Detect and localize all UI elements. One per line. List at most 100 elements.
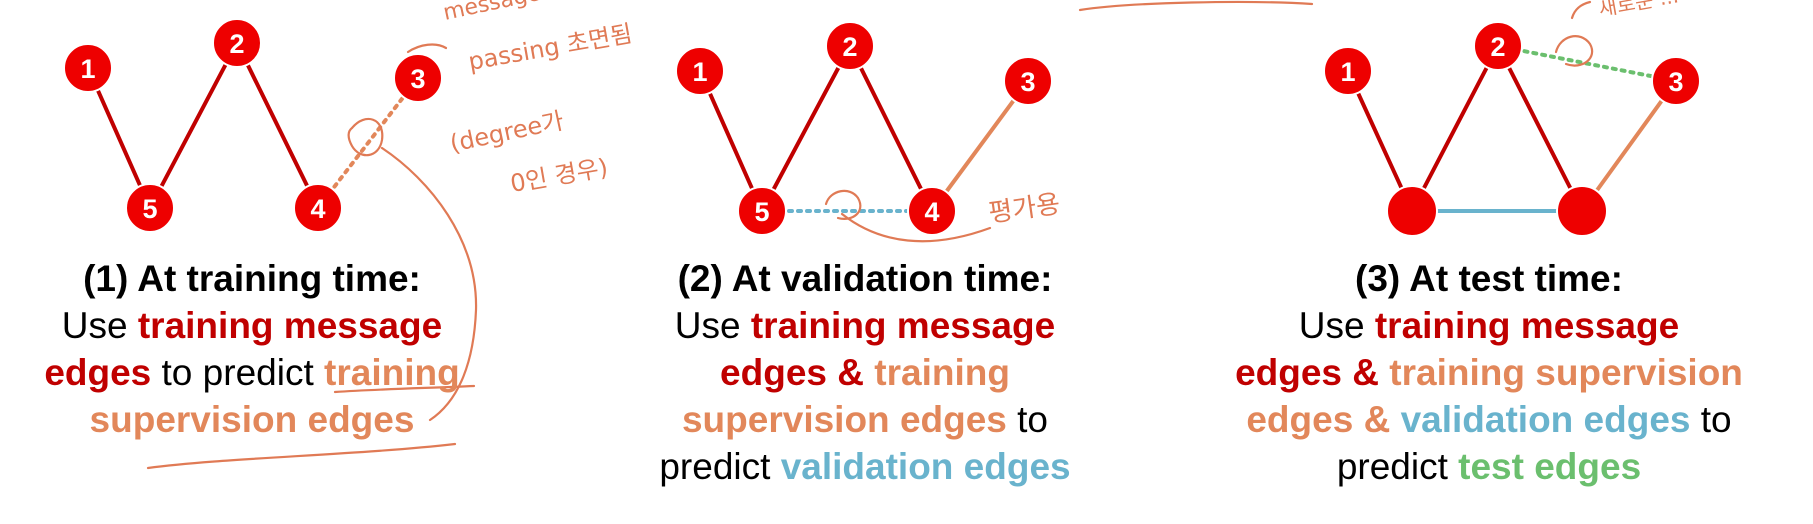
validation-node-circle-5 [737,186,787,236]
training-edge-4-3 [316,76,420,210]
test-node-5 [1386,185,1438,237]
training-caption-segment: to predict [151,352,325,393]
note-degree-line1: (degree가 [447,106,566,157]
pen-stroke-top-center [1078,0,1314,12]
training-edge-5-2 [148,41,239,210]
note-message-passing-line1: message [441,0,543,26]
pen-hook-node3 [406,43,448,54]
training-caption-segment: supervision edges [89,399,415,440]
training-caption-segment: edges [44,352,152,393]
pen-swoop-validation [840,212,992,243]
training-node-label-5: 5 [142,194,157,224]
pen-circle-edge-4-3 [347,117,384,157]
validation-caption-segment: Use [674,305,751,346]
validation-node-label-3: 3 [1020,67,1035,97]
validation-node-circle-3 [1003,56,1053,106]
validation-node-4: 4 [907,186,957,236]
note-degree-line2: 0인 경우) [508,153,610,198]
test-node-label-1: 1 [1340,57,1355,87]
validation-edge-4-3 [930,79,1030,213]
training-node-circle-1 [63,43,113,93]
test-caption-segment: Use [1298,305,1375,346]
test-edge-2-3 [1496,44,1678,83]
training-node-circle-2 [212,18,262,68]
pen-curve-training-left [380,146,478,422]
training-node-5: 5 [125,183,175,233]
validation-caption-segment: edges & [720,352,875,393]
test-node-3: 3 [1651,56,1701,106]
validation-caption-segment: predict [659,446,781,487]
training-caption-line: Use training message [0,302,532,349]
validation-caption-line: edges & training [585,349,1145,396]
training-node-circle-5 [125,183,175,233]
test-edge-5-2 [1410,44,1500,213]
test-node-circle-4 [1556,185,1608,237]
validation-caption-line: predict validation edges [585,443,1145,490]
training-caption-segment: training message [137,305,443,346]
validation-caption-segment: training message [750,305,1056,346]
pen-circle-test-edge [1554,35,1594,67]
validation-caption-line: supervision edges to [585,396,1145,443]
validation-node-circle-2 [825,21,875,71]
validation-caption-segment: supervision edges [681,399,1007,440]
training-caption-line: edges to predict training [0,349,532,396]
validation-node-3: 3 [1003,56,1053,106]
validation-heading: (2) At validation time: [677,258,1053,299]
test-caption-segment: training supervision [1389,352,1743,393]
test-caption-segment: edges & [1246,399,1401,440]
note-message-passing-line2: passing 초면됨 [466,20,634,76]
training-node-1: 1 [63,43,113,93]
test-node-4 [1556,185,1608,237]
training-node-label-4: 4 [310,194,325,224]
test-caption-segment: edges & [1235,352,1390,393]
pen-circle-validation-edge [824,189,862,220]
test-caption-line: Use training message [1209,302,1769,349]
test-node-circle-5 [1386,185,1438,237]
validation-node-label-4: 4 [924,197,939,227]
validation-node-5: 5 [737,186,787,236]
note-top-right: 새로운 ... [1597,0,1681,21]
validation-node-2: 2 [825,21,875,71]
training-heading: (1) At training time: [83,258,421,299]
test-node-circle-2 [1473,21,1523,71]
test-edge-2-4 [1496,44,1584,213]
pen-hook-top-right [1570,0,1592,20]
validation-edge-2-4 [848,44,934,213]
test-caption-segment: predict [1336,446,1459,487]
training-caption-segment: Use [61,305,138,346]
caption-training: (1) At training time:Use training messag… [0,255,532,443]
training-node-label-2: 2 [229,29,244,59]
test-caption-line: predict test edges [1209,443,1769,490]
training-caption-segment: training [324,352,460,393]
test-caption-segment: validation edges [1400,399,1691,440]
pen-underline-training [333,384,476,394]
training-edge-1-5 [86,66,152,210]
pen-underline-supervision [146,442,457,470]
test-heading: (3) At test time: [1355,258,1623,299]
test-caption-line: edges & training supervision [1209,349,1769,396]
test-node-1: 1 [1323,46,1373,96]
training-node-circle-4 [293,183,343,233]
validation-caption-segment: training [874,352,1010,393]
training-node-label-3: 3 [410,64,425,94]
test-node-circle-1 [1323,46,1373,96]
validation-node-circle-1 [675,46,725,96]
validation-caption-line: Use training message [585,302,1145,349]
note-evaluation: 평가용 [987,189,1062,229]
validation-node-1: 1 [675,46,725,96]
test-caption-segment: test edges [1458,446,1642,487]
training-node-3: 3 [393,53,443,103]
caption-validation: (2) At validation time:Use training mess… [585,255,1145,490]
training-node-label-1: 1 [80,54,95,84]
test-caption-line: edges & validation edges to [1209,396,1769,443]
validation-node-label-2: 2 [842,32,857,62]
test-node-label-2: 2 [1490,32,1505,62]
validation-node-label-1: 1 [692,57,707,87]
training-node-circle-3 [393,53,443,103]
test-node-2: 2 [1473,21,1523,71]
validation-caption-segment: validation edges [780,446,1071,487]
test-caption-segment: training message [1374,305,1680,346]
training-node-4: 4 [293,183,343,233]
